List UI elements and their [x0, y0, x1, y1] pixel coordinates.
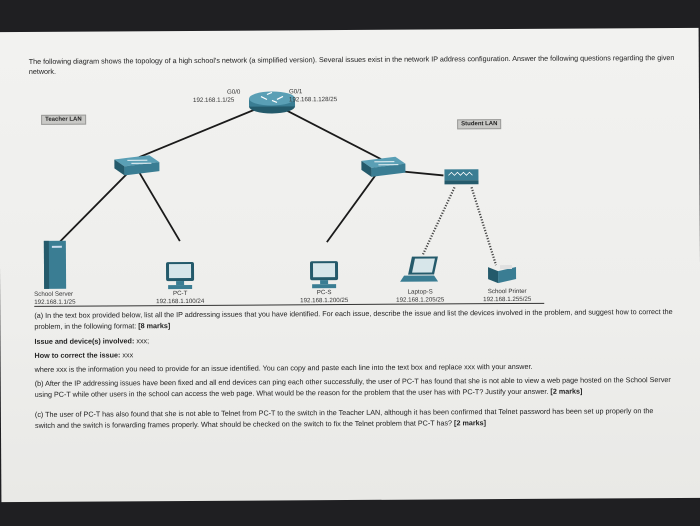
issue-line: Issue and device(s) involved: xxx; — [34, 333, 674, 347]
wireless-link-printer — [470, 186, 498, 266]
wireless-link-laptop — [421, 186, 456, 256]
school-printer-icon[interactable] — [488, 265, 517, 284]
question-a: (a) In the text box provided below, list… — [34, 307, 674, 332]
teacher-switch-icon[interactable] — [114, 155, 160, 176]
question-b: (b) After the IP addressing issues have … — [35, 375, 675, 400]
wireless-ap-icon[interactable] — [444, 169, 479, 185]
wireless-links — [421, 186, 498, 266]
device-ip: 192.168.1.100/24 — [156, 297, 205, 305]
link-router-student-switch — [270, 101, 383, 161]
document-page: The following diagram shows the topology… — [0, 27, 700, 503]
router-g01-label: G0/1 — [288, 88, 303, 96]
device-label-laptop-s: Laptop-S 192.168.1.205/25 — [386, 288, 454, 303]
router-icon[interactable] — [248, 91, 296, 114]
device-name: School Server — [34, 290, 74, 298]
router-g00-block: G0/0 — [227, 89, 240, 97]
link-switch-pct — [136, 168, 181, 242]
where-note: where xxx is the information you need to… — [34, 361, 533, 374]
router-g01-ip: 192.168.1.128/25 — [288, 96, 338, 104]
device-label-school-server: School Server 192.168.1.1/25 — [34, 291, 75, 306]
question-c: (c) The user of PC-T has also found that… — [35, 406, 675, 431]
link-switch-pcs — [326, 169, 381, 243]
question-c-text: (c) The user of PC-T has also found that… — [34, 406, 654, 430]
laptop-s-icon[interactable] — [400, 256, 439, 282]
correct-label: How to correct the issue: — [34, 350, 121, 360]
correct-value: xxx — [122, 350, 134, 360]
issue-label: Issue and device(s) involved: — [34, 336, 135, 346]
question-c-marks: [2 marks] — [454, 417, 487, 427]
device-label-pc-s: PC-S 192.168.1.200/25 — [290, 289, 358, 304]
device-ip: 192.168.1.255/25 — [483, 295, 532, 303]
device-ip: 192.168.1.205/25 — [396, 295, 445, 304]
topology-diagram — [43, 91, 517, 290]
link-router-teacher-switch — [136, 101, 273, 160]
pc-s-icon[interactable] — [309, 261, 339, 289]
pc-t-icon[interactable] — [165, 261, 195, 290]
student-switch-icon[interactable] — [361, 156, 406, 177]
device-label-pc-t: PC-T 192.168.1.100/24 — [150, 290, 210, 305]
question-a-marks: [8 marks] — [138, 320, 171, 330]
router-g00-label: G0/0 — [226, 88, 241, 96]
teacher-lan-label: Teacher LAN — [41, 114, 86, 125]
question-a-text: (a) In the text box provided below, list… — [34, 307, 673, 331]
student-lan-label: Student LAN — [457, 119, 502, 130]
issue-value: xxx; — [136, 336, 150, 346]
router-g00-ip: 192.168.1.1/25 — [192, 96, 235, 104]
link-switch-server — [59, 165, 136, 243]
device-label-school-printer: School Printer 192.168.1.255/25 — [472, 288, 542, 303]
device-ip: 192.168.1.200/25 — [300, 296, 349, 304]
question-b-marks: [2 marks] — [550, 386, 583, 396]
correct-line: How to correct the issue: xxx — [35, 347, 675, 361]
school-server-icon[interactable] — [43, 240, 67, 289]
